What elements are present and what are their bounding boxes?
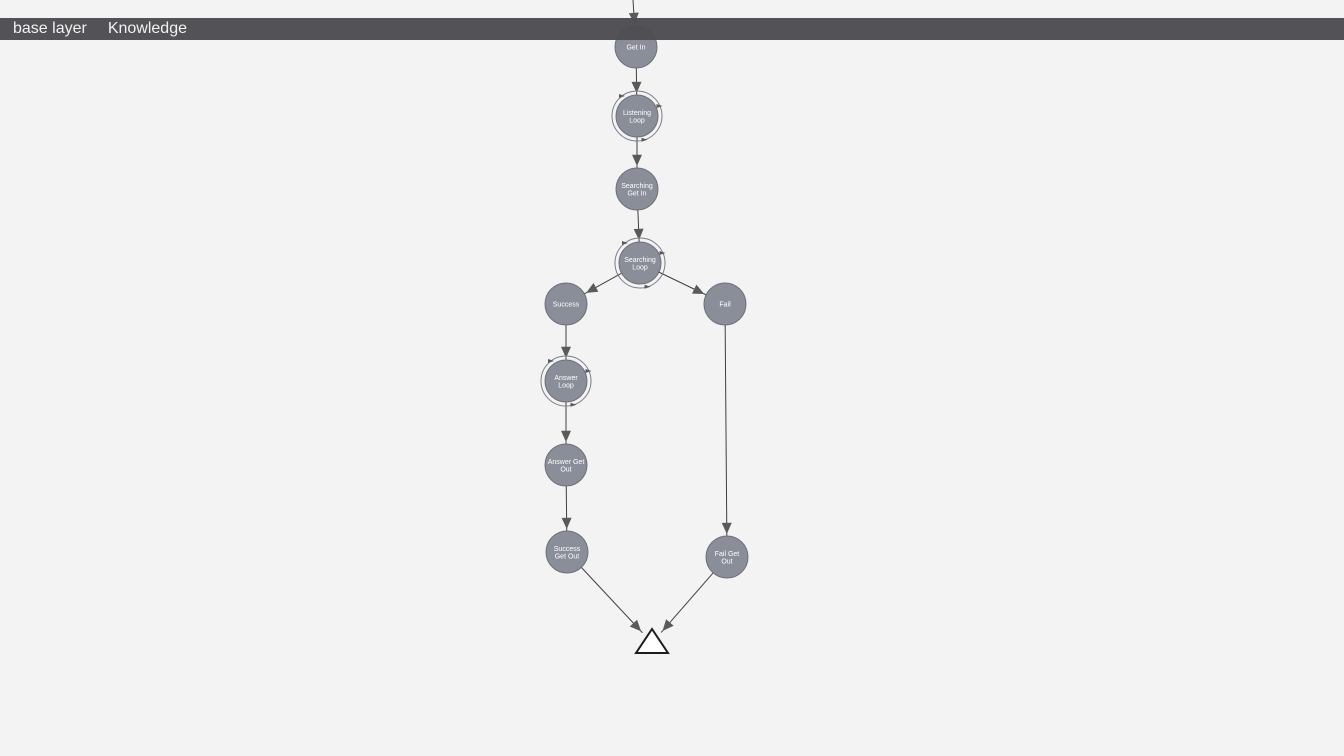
arrowhead-icon [561,517,572,530]
edge-answer-loop-to-answer-get-out[interactable] [561,402,571,444]
node-label: Success [554,546,581,553]
triangle-icon [634,627,670,654]
loop-ring-icon [611,90,663,142]
edges-layer [561,0,732,634]
node-fail[interactable]: Fail [703,282,747,326]
loop-ring-icon [540,355,592,407]
arrowhead-icon [561,346,571,358]
node-label: Searching [624,257,656,264]
edge-listening-loop-to-searching-get-in[interactable] [632,137,642,168]
arrowhead-icon [561,430,571,442]
edge-get-in-to-listening-loop[interactable] [631,67,642,96]
terminal-end-triangle[interactable] [634,627,670,654]
node-label: Answer [554,375,578,382]
arrowhead-icon [586,283,599,293]
loop-arrow-icon [622,241,628,245]
node-circle[interactable] [544,359,588,403]
arrowhead-icon [629,619,642,632]
node-label: Fail [719,302,731,309]
arrowhead-icon [692,284,705,295]
edge-searching-loop-to-fail[interactable] [658,271,707,296]
node-label: Listening [623,110,651,117]
node-label: Success [553,302,580,309]
node-label: Get In [627,190,646,197]
loop-arrow-icon [619,94,625,98]
node-circle[interactable] [615,94,659,138]
arrowhead-icon [633,228,644,241]
loop-ring-icon [614,237,666,289]
node-label: Answer Get [548,459,585,466]
edge-searching-loop-to-success[interactable] [584,272,622,295]
edge-searching-get-in-to-searching-loop[interactable] [633,209,644,243]
edge-fail-get-out-to-end[interactable] [660,572,714,633]
loop-arrow-icon [656,104,663,108]
node-label: Out [560,466,571,473]
node-label: Loop [629,117,645,124]
arrowhead-icon [632,154,642,166]
node-circle[interactable] [544,443,588,487]
node-label: Searching [621,183,653,190]
node-label: Get In [626,45,645,52]
loop-arrow-icon [570,402,577,407]
breadcrumb-item-knowledge[interactable]: Knowledge [107,20,187,37]
node-label: Loop [558,382,574,389]
breadcrumb-item-base-layer[interactable]: base layer [13,20,87,37]
node-label: Get Out [555,553,580,560]
loop-arrow-icon [641,137,648,142]
node-label: Out [721,558,732,565]
node-label: Loop [632,264,648,271]
node-circle[interactable] [618,241,662,285]
arrowhead-icon [721,522,732,535]
node-circle[interactable] [705,535,749,579]
loop-arrow-icon [644,284,651,289]
node-circle[interactable] [615,167,659,211]
node-circle[interactable] [544,282,588,326]
arrowhead-icon [662,619,674,631]
breadcrumb: base layer Knowledge [0,18,1344,40]
loop-arrow-icon [548,359,554,363]
loop-arrow-icon [659,251,666,255]
edge-answer-get-out-to-success-get-out[interactable] [561,485,572,532]
arrowhead-icon [631,81,642,94]
node-circle[interactable] [703,282,747,326]
node-success[interactable]: Success [544,282,588,326]
loop-arrow-icon [585,369,592,373]
edge-fail-to-fail-get-out[interactable] [721,324,732,537]
edge-success-to-answer-loop[interactable] [561,325,571,360]
node-label: Fail Get [715,551,740,558]
edge-success-get-out-to-end[interactable] [580,567,643,634]
node-circle[interactable] [545,530,589,574]
